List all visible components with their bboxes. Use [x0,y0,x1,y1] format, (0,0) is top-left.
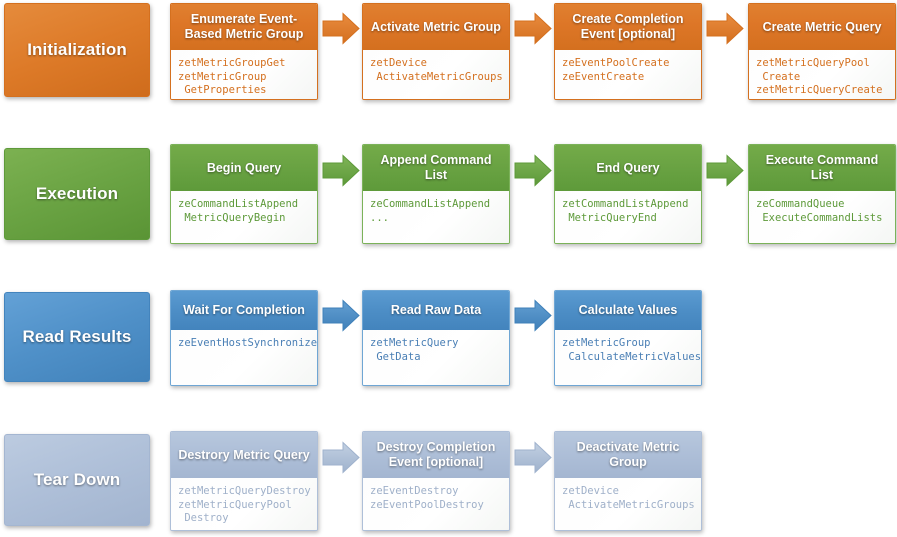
category-box-read-results: Read Results [4,292,150,382]
step-card-initialization-3: Create Completion Event [optional]zeEven… [554,3,702,100]
flow-arrow-initialization-3 [706,12,744,45]
step-api-list: zetMetricQueryDestroy zetMetricQueryPool… [171,478,317,530]
step-card-tear-down-2: Destroy Completion Event [optional]zeEve… [362,431,510,531]
step-api-list: zetDevice ActivateMetricGroups [555,478,701,530]
flow-arrow-execution-2 [514,154,552,187]
step-api-list: zeCommandListAppend MetricQueryBegin [171,191,317,243]
step-title: Append Command List [363,145,509,191]
step-api-list: zetMetricGroupGet zetMetricGroup GetProp… [171,50,317,99]
step-api-list: zetCommandListAppend MetricQueryEnd [555,191,701,243]
step-title: Create Completion Event [optional] [555,4,701,50]
step-title: Execute Command List [749,145,895,191]
category-label: Read Results [22,327,132,346]
step-api-list: zetMetricQueryPool Create zetMetricQuery… [749,50,895,99]
step-api-list: zeEventHostSynchronize [171,330,317,385]
step-api-list: zetDevice ActivateMetricGroups [363,50,509,99]
step-title: Deactivate Metric Group [555,432,701,478]
flow-arrow-tear-down-2 [514,441,552,474]
category-label: Tear Down [33,470,121,489]
step-title: Destroy Completion Event [optional] [363,432,509,478]
step-title: Enumerate Event-Based Metric Group [171,4,317,50]
step-api-list: zeEventDestroy zeEventPoolDestroy [363,478,509,530]
flow-arrow-initialization-1 [322,12,360,45]
flow-arrow-tear-down-1 [322,441,360,474]
category-label: Initialization [27,40,127,59]
flow-arrow-read-results-1 [322,299,360,332]
category-box-execution: Execution [4,148,150,240]
category-box-tear-down: Tear Down [4,434,150,526]
flow-arrow-initialization-2 [514,12,552,45]
step-title: End Query [555,145,701,191]
step-title: Read Raw Data [363,291,509,330]
step-api-list: zeCommandListAppend ... [363,191,509,243]
step-api-list: zetMetricGroup CalculateMetricValues [555,330,701,385]
step-title: Calculate Values [555,291,701,330]
step-title: Wait For Completion [171,291,317,330]
step-title: Begin Query [171,145,317,191]
step-api-list: zetMetricQuery GetData [363,330,509,385]
step-title: Activate Metric Group [363,4,509,50]
category-box-initialization: Initialization [4,3,150,97]
flow-arrow-execution-1 [322,154,360,187]
category-label: Execution [35,184,119,203]
step-title: Create Metric Query [749,4,895,50]
step-api-list: zeEventPoolCreate zeEventCreate [555,50,701,99]
step-api-list: zeCommandQueue ExecuteCommandLists [749,191,895,243]
flow-arrow-read-results-2 [514,299,552,332]
flow-arrow-execution-3 [706,154,744,187]
step-title: Destrory Metric Query [171,432,317,478]
